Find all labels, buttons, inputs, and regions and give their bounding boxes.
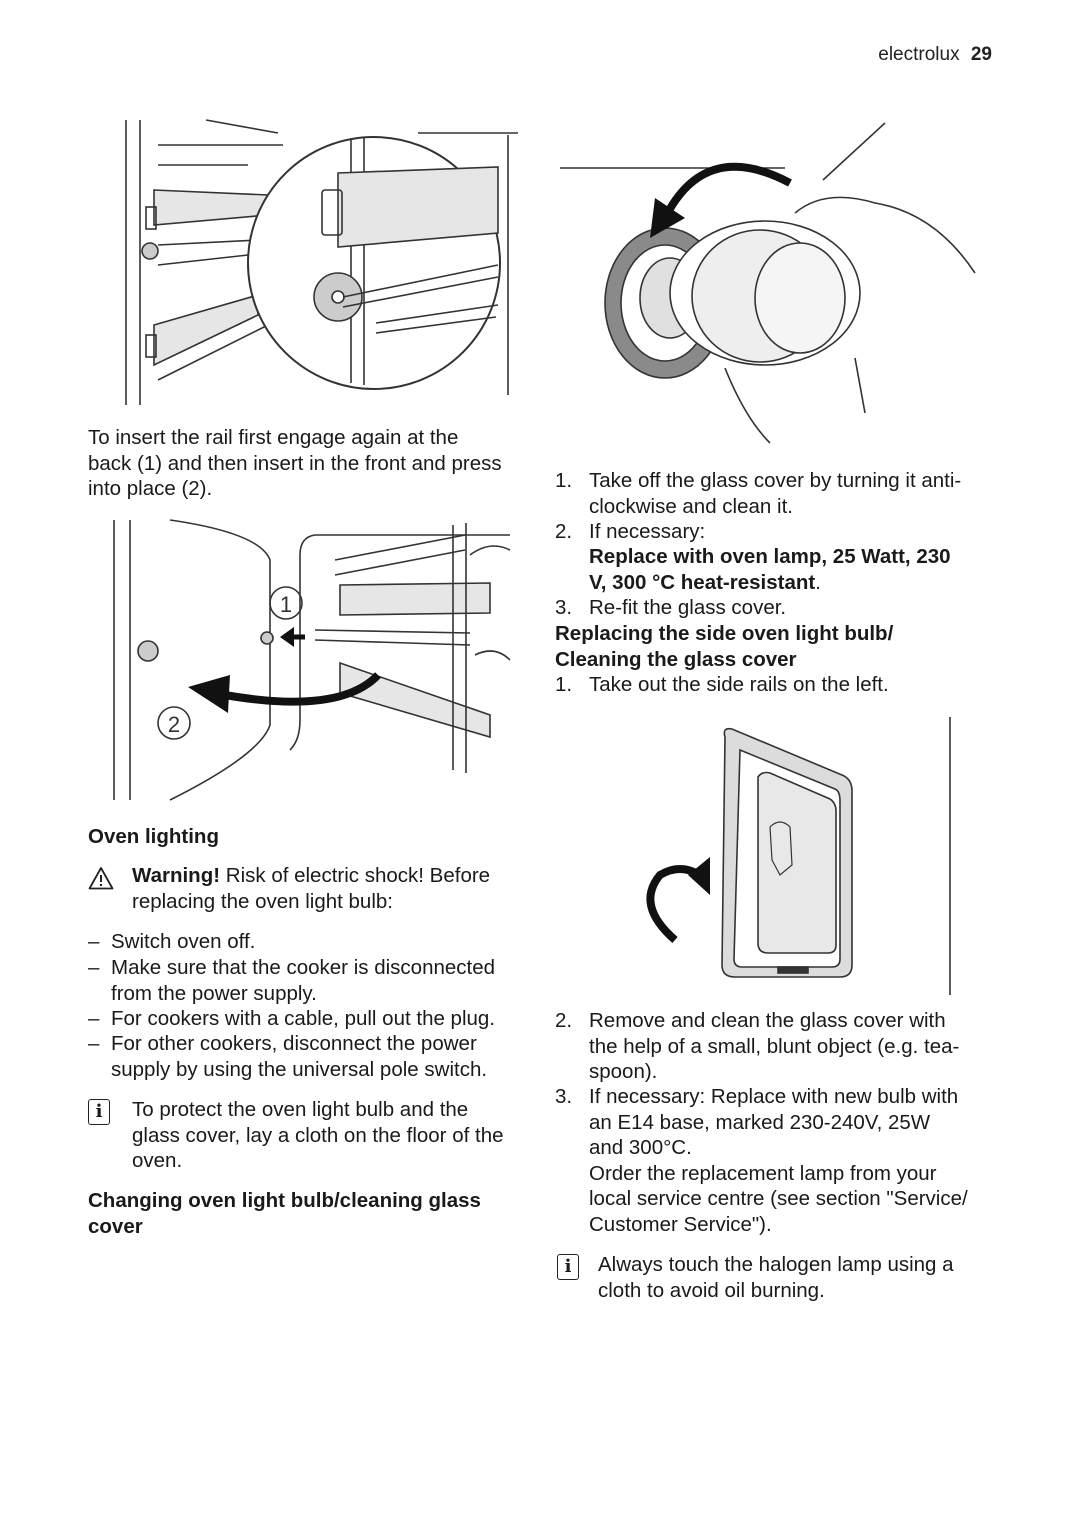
warning-line1-rest: Risk of electric shock! Before <box>220 864 491 887</box>
side-glass-cover-illustration <box>646 717 951 995</box>
rail-caption-line: To insert the rail first engage again at… <box>88 426 459 449</box>
step-number: 2. <box>555 520 573 543</box>
step-line: spoon). <box>589 1060 658 1083</box>
step-text: If necessary: Replace with new bulb with… <box>589 1084 968 1237</box>
side-bulb-heading: Replacing the side oven light bulb/ Clea… <box>555 621 893 672</box>
step-line: an E14 base, marked 230-240V, 25W <box>589 1110 931 1134</box>
step-line: If necessary: Replace with new bulb with <box>589 1085 959 1108</box>
info-note-line: glass cover, lay a cloth on the floor of… <box>132 1123 504 1147</box>
instruction-line: V, 300 °C heat-resistant. <box>589 570 951 596</box>
dash-item-line: from the power supply. <box>111 981 317 1005</box>
info-icon: i <box>557 1254 579 1280</box>
step-text: Take out the side rails on the left. <box>589 673 889 696</box>
step-text: Re-fit the glass cover. <box>589 596 787 619</box>
info-note-line: oven. <box>132 1149 183 1172</box>
step-line: and 300°C. <box>589 1136 692 1159</box>
replace-lamp-instruction: Replace with oven lamp, 25 Watt, 230 V, … <box>589 544 951 595</box>
dash-item-line: supply by using the universal pole switc… <box>111 1057 488 1081</box>
brand-name: electrolux <box>878 44 960 65</box>
rail-caption-line: into place (2). <box>88 477 213 500</box>
step-text: If necessary: <box>589 520 706 543</box>
warning-triangle-icon <box>88 867 114 890</box>
dash-item-text: Make sure that the cooker is disconnecte… <box>111 955 495 1006</box>
dash-item-text: For other cookers, disconnect the power … <box>111 1031 487 1082</box>
info-note: To protect the oven light bulb and the g… <box>132 1097 504 1174</box>
step-number: 3. <box>555 1085 573 1108</box>
dash-bullet: – <box>88 1032 100 1055</box>
instruction-period: . <box>815 570 821 594</box>
info-note: Always touch the halogen lamp using a cl… <box>598 1252 954 1303</box>
dash-bullet: – <box>88 956 100 979</box>
step-line: the help of a small, blunt object (e.g. … <box>589 1034 960 1058</box>
instruction-text: V, 300 °C heat-resistant <box>589 570 816 594</box>
rail-caption-line: back (1) and then insert in the front an… <box>88 451 502 475</box>
info-note-line: Always touch the halogen lamp using a <box>598 1253 954 1276</box>
heading-line: cover <box>88 1214 143 1238</box>
info-note-line: To protect the oven light bulb and the <box>132 1098 469 1121</box>
instruction-line: Replace with oven lamp, 25 Watt, 230 <box>589 545 951 568</box>
step-line: Order the replacement lamp from your <box>589 1161 937 1185</box>
step-text: Remove and clean the glass cover with th… <box>589 1008 959 1085</box>
heading-line: Cleaning the glass cover <box>555 647 797 671</box>
changing-bulb-heading: Changing oven light bulb/cleaning glass … <box>88 1188 481 1239</box>
rail-detail-illustration <box>125 119 518 405</box>
warning-line: Warning! Risk of electric shock! Before <box>132 863 490 889</box>
step-line: Remove and clean the glass cover with <box>589 1009 946 1032</box>
info-note-line: cloth to avoid oil burning. <box>598 1278 825 1302</box>
page-header: electrolux 29 <box>878 44 992 66</box>
step-line: Take off the glass cover by turning it a… <box>589 469 962 492</box>
step-number: 2. <box>555 1009 573 1032</box>
rail-insertion-illustration: 1 2 <box>113 519 511 801</box>
step-number: 3. <box>555 596 573 619</box>
dash-item-line: For other cookers, disconnect the power <box>111 1032 477 1055</box>
oven-lighting-heading: Oven lighting <box>88 825 219 848</box>
rail-caption: To insert the rail first engage again at… <box>88 425 502 502</box>
page-number: 29 <box>970 44 992 65</box>
step-line: Customer Service"). <box>589 1212 772 1236</box>
dash-bullet: – <box>88 930 100 953</box>
info-icon: i <box>88 1099 110 1125</box>
dash-item-line: Make sure that the cooker is disconnecte… <box>111 956 496 979</box>
heading-line: Changing oven light bulb/cleaning glass <box>88 1189 481 1212</box>
glass-cover-turning-illustration <box>560 122 976 444</box>
warning-label: Warning! <box>132 864 221 887</box>
figure-label-1: 1 <box>280 592 292 617</box>
step-line: local service centre (see section "Servi… <box>589 1187 968 1210</box>
dash-item-text: For cookers with a cable, pull out the p… <box>111 1007 496 1030</box>
warning-line: replacing the oven light bulb: <box>132 889 393 913</box>
warning-text: Warning! Risk of electric shock! Before … <box>132 863 490 914</box>
step-number: 1. <box>555 469 573 492</box>
step-line: clockwise and clean it. <box>589 494 793 518</box>
dash-item-text: Switch oven off. <box>111 930 256 953</box>
dash-bullet: – <box>88 1007 100 1030</box>
step-number: 1. <box>555 673 573 696</box>
figure-label-2: 2 <box>168 712 180 737</box>
heading-line: Replacing the side oven light bulb/ <box>555 622 894 645</box>
step-text: Take off the glass cover by turning it a… <box>589 468 961 519</box>
